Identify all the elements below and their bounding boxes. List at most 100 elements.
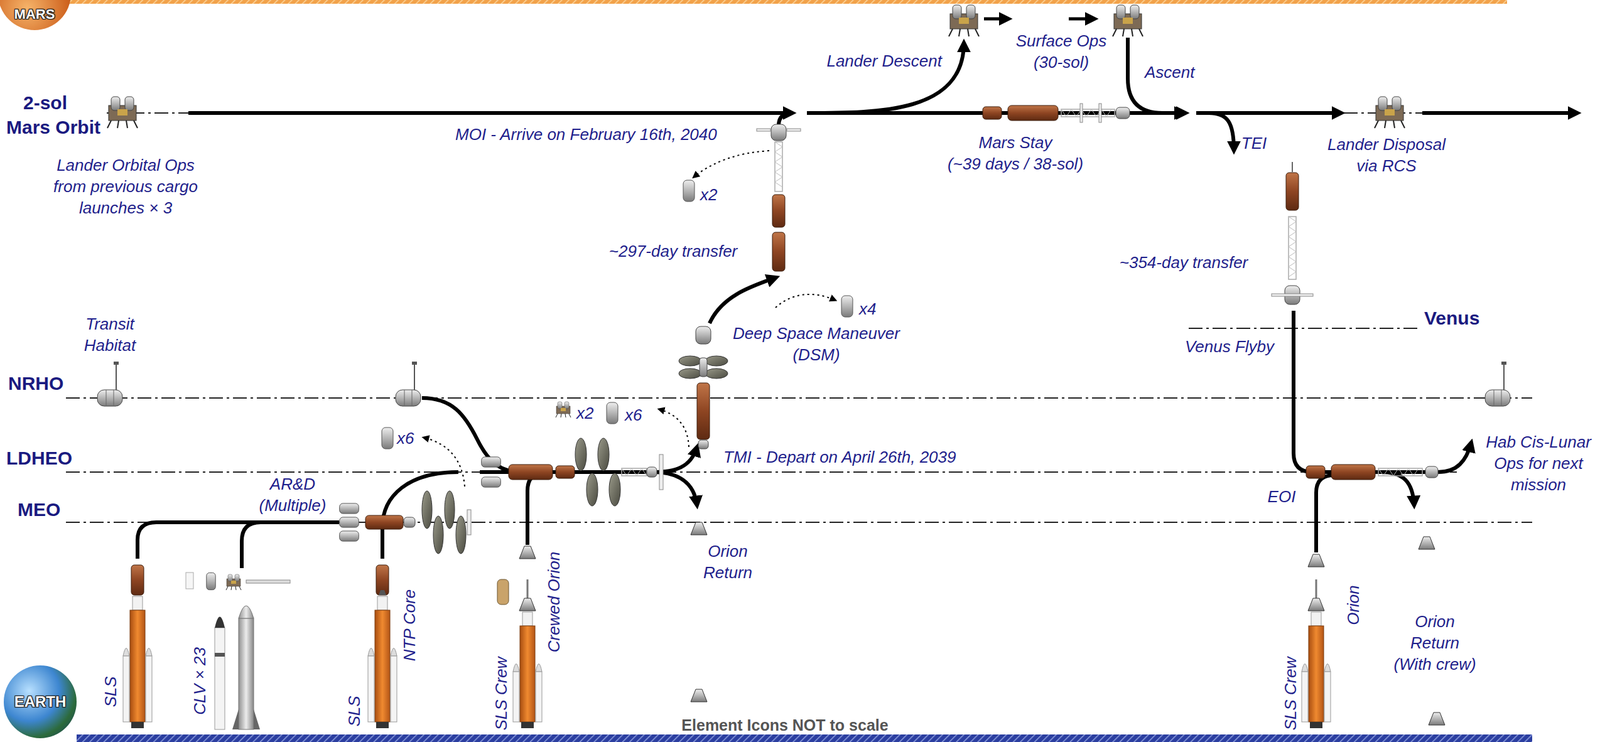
mission-event-label: Lander Orbital Ops from previous cargo l… (53, 154, 198, 219)
vehicle-label: Crewed Orion (543, 551, 565, 653)
ntp-tank (1286, 172, 1299, 211)
lander-tank (952, 5, 962, 19)
mission-event-label: Orion Return (With crew) (1393, 610, 1476, 676)
lander-hatch (231, 580, 237, 584)
lander-leg (948, 28, 979, 37)
habitat-hull (1485, 389, 1511, 407)
solar-array (575, 438, 587, 471)
mission-event-label: TEI (1241, 132, 1267, 154)
lander-tank (1116, 5, 1126, 19)
propellant-tank (841, 295, 853, 318)
clv-nose (238, 605, 254, 619)
transfer-arrow (659, 409, 689, 448)
habitat-icon (395, 361, 421, 407)
mission-event-label: Surface Ops (30-sol) (1016, 30, 1108, 73)
antenna (115, 363, 117, 390)
orion-capsule (1308, 554, 1325, 568)
ntp-tank (1331, 464, 1376, 480)
ntp-tank (508, 464, 553, 480)
mission-event-label: Mars Stay (~39 days / 38-sol) (947, 131, 1084, 175)
propellant-tank (481, 457, 502, 468)
vehicle-label: Orion (1342, 585, 1364, 626)
module (771, 124, 787, 141)
trajectory-line (241, 522, 261, 569)
mission-event-label: EOI (1267, 486, 1297, 508)
trajectory-line (1068, 17, 1095, 21)
truss (621, 468, 647, 476)
launch-abort-tower (1315, 579, 1318, 599)
habitat-band (411, 389, 413, 407)
mission-event-label: Orion Return (703, 540, 753, 584)
solar-array (678, 356, 702, 367)
booster-nose (123, 648, 130, 657)
ntp-tank (555, 465, 575, 479)
planet-name: MARS (14, 6, 56, 23)
core-stage (374, 610, 390, 723)
radiator-panel (659, 454, 664, 490)
solar-array (455, 516, 466, 554)
habitat-band (1501, 389, 1503, 407)
solid-booster (1301, 671, 1309, 723)
propellant-tank (339, 517, 360, 528)
orion-capsule (690, 522, 708, 536)
mission-event-label: Deep Space Maneuver (DSM) (732, 322, 900, 366)
solar-array (678, 368, 702, 379)
lander-leg (1112, 28, 1143, 37)
upper-stage (132, 596, 143, 611)
solid-booster (513, 671, 520, 723)
habitat-icon (1485, 361, 1511, 407)
solid-booster (535, 671, 542, 723)
orbit-name: NRHO (8, 372, 64, 395)
ntp-tank (365, 515, 404, 530)
mission-event-label: Venus Flyby (1184, 335, 1275, 358)
ntp-nozzle (378, 590, 387, 596)
orbit-line (65, 397, 1533, 399)
mission-event-label: x6 (396, 427, 414, 449)
radiator-panel (467, 509, 471, 536)
trajectory-line (527, 472, 547, 546)
module (1115, 107, 1130, 119)
habitat-hull (395, 389, 421, 407)
orbit-name: MEO (17, 498, 61, 522)
orbit-line (1188, 327, 1420, 330)
vehicle-label: SLS Crew (1279, 656, 1302, 731)
lander-tank (111, 96, 120, 111)
trajectory-line (1422, 111, 1578, 115)
lander-hatch (958, 17, 969, 24)
lander-icon (1112, 5, 1143, 37)
engine (521, 722, 534, 729)
lander-hatch (1122, 17, 1133, 24)
truss (774, 141, 783, 188)
trajectory-line (1208, 113, 1234, 151)
orion-capsule (1428, 712, 1445, 726)
orbit-line (65, 113, 1533, 523)
habitat-band (404, 389, 406, 407)
orbit-name: Mars Orbit (6, 116, 101, 139)
lander-tank (966, 5, 976, 19)
transfer-arrow (775, 294, 836, 308)
mission-event-label: Hab Cis-Lunar Ops for next mission (1485, 431, 1592, 496)
booster-nose (513, 664, 520, 673)
module (699, 357, 708, 377)
solar-array (705, 368, 728, 379)
cargo-module (497, 579, 509, 605)
solar-array (705, 356, 728, 367)
core-stage (519, 626, 536, 723)
ntp-tank (1007, 105, 1059, 121)
propellant-tank (606, 402, 618, 424)
upper-stage (377, 596, 388, 611)
lander-icon (555, 401, 571, 418)
truss (1288, 216, 1297, 280)
transfer-arrow (423, 150, 836, 487)
propellant-tank (339, 503, 360, 514)
propellant-tank (381, 427, 394, 449)
transfer-arrow (423, 437, 465, 487)
mission-event-label: ~297-day transfer (609, 240, 738, 262)
clv-body (214, 627, 225, 730)
antenna-tip (113, 361, 119, 365)
orbit-name: 2-sol (23, 91, 68, 115)
trajectory-line (778, 113, 793, 126)
core-stage (1308, 626, 1324, 723)
